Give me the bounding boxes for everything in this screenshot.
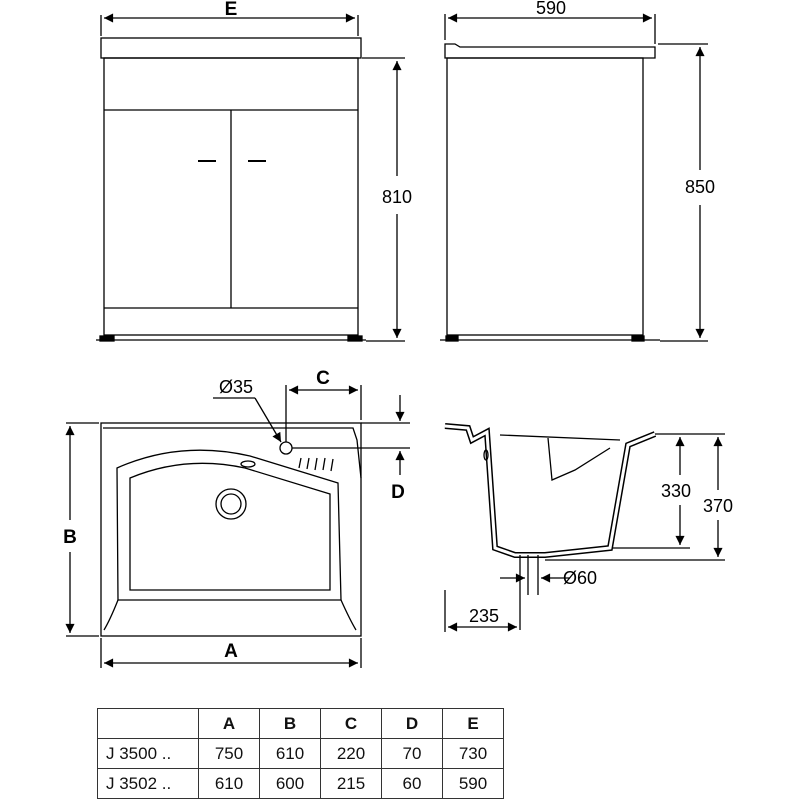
cabinet-side-view xyxy=(440,13,708,342)
table-header-row: A B C D E xyxy=(97,708,504,739)
dimension-b-label: B xyxy=(63,527,77,548)
height-810-label: 810 xyxy=(382,187,412,207)
table-header-cell xyxy=(97,708,199,739)
table-row: J 3502 .. 610 600 215 60 590 xyxy=(97,768,504,799)
width-590-label: 590 xyxy=(536,0,566,18)
dimension-d-label: D xyxy=(391,482,405,503)
model-cell: J 3502 .. xyxy=(97,768,199,799)
basin-depth-label: 330 xyxy=(661,481,691,501)
dimension-e-label: E xyxy=(225,0,238,20)
table-cell: 70 xyxy=(381,738,443,769)
total-depth-label: 370 xyxy=(703,496,733,516)
table-cell: 750 xyxy=(198,738,260,769)
table-cell: 60 xyxy=(381,768,443,799)
table-header-cell: C xyxy=(320,708,382,739)
dimensions-table: A B C D E J 3500 .. 750 610 220 70 730 J… xyxy=(97,708,504,799)
table-cell: 610 xyxy=(198,768,260,799)
table-row: J 3500 .. 750 610 220 70 730 xyxy=(97,738,504,769)
table-header-cell: A xyxy=(198,708,260,739)
height-850-label: 850 xyxy=(685,177,715,197)
cabinet-front-view xyxy=(96,13,405,342)
drain-diameter-label: Ø60 xyxy=(563,568,597,588)
sink-section-view xyxy=(444,423,725,632)
table-cell: 590 xyxy=(442,768,504,799)
table-header-cell: E xyxy=(442,708,504,739)
dimension-a-label: A xyxy=(224,641,238,662)
model-cell: J 3500 .. xyxy=(97,738,199,769)
table-cell: 600 xyxy=(259,768,321,799)
dimension-c-label: C xyxy=(316,368,330,389)
table-header-cell: B xyxy=(259,708,321,739)
table-cell: 610 xyxy=(259,738,321,769)
table-cell: 220 xyxy=(320,738,382,769)
sink-top-view xyxy=(65,385,410,668)
hole-diameter-label: Ø35 xyxy=(219,377,253,397)
table-cell: 730 xyxy=(442,738,504,769)
table-header-cell: D xyxy=(381,708,443,739)
table-cell: 215 xyxy=(320,768,382,799)
drain-offset-label: 235 xyxy=(469,606,499,626)
